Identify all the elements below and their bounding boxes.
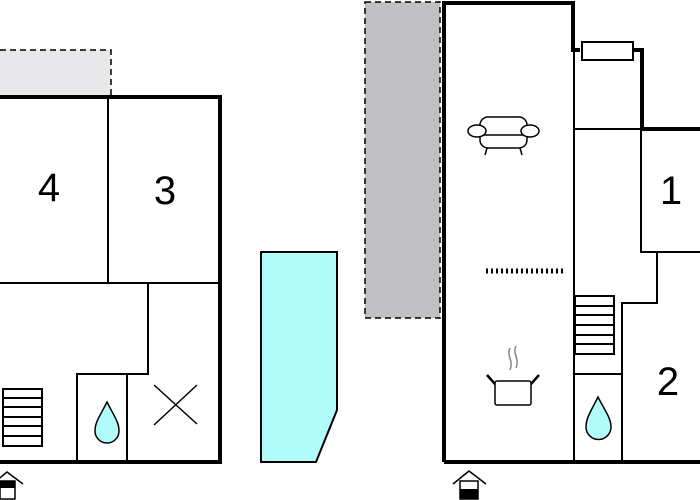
pool [260, 251, 338, 463]
room-label-3: 3 [154, 169, 176, 213]
terrace-outline-left [0, 49, 112, 97]
water-drop-icon [94, 400, 120, 444]
terrace-area-left [0, 50, 111, 97]
interior-walls [573, 50, 700, 462]
entrance-icon [0, 471, 24, 500]
right-building: 1 2 [442, 1, 700, 500]
left-building: 4 3 [0, 95, 222, 500]
window [581, 41, 634, 61]
entrance-icon [452, 470, 487, 500]
water-drop-icon [585, 395, 612, 441]
interior-walls [0, 97, 220, 462]
stairs-icon [2, 388, 43, 447]
cross-icon [153, 384, 198, 426]
room-label-4: 4 [38, 166, 60, 210]
sofa-icon [467, 116, 540, 156]
cooking-pot-icon [486, 345, 540, 406]
terrace-area-right [364, 1, 441, 319]
stairs-icon [574, 295, 615, 355]
room-label-1: 1 [660, 169, 682, 213]
room-label-2: 2 [657, 360, 679, 404]
